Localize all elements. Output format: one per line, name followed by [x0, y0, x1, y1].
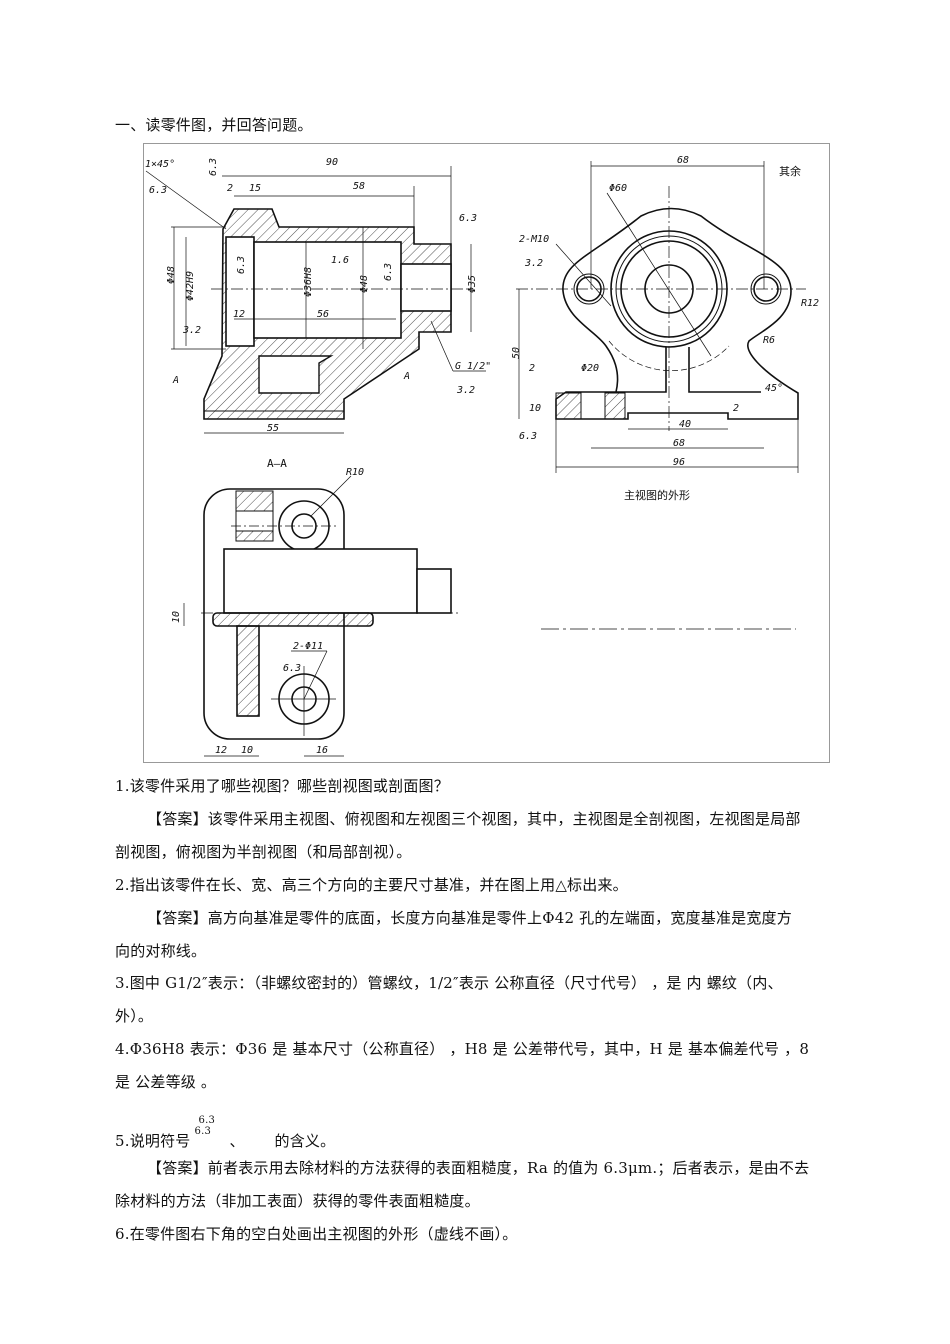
dim-label: 1.6 — [331, 255, 349, 266]
answer-2-line1: 【答案】高方向基准是零件的底面，长度方向基准是零件上Φ42 孔的左端面，宽度基准… — [147, 909, 792, 927]
question-5-suffix: 、 的含义。 — [224, 1132, 336, 1150]
flange-outline — [555, 207, 799, 420]
dim-label: 90 — [326, 157, 338, 168]
section-mark: A — [403, 371, 410, 382]
dim-label: 2 — [733, 403, 739, 414]
dim-label: 6.3 — [208, 158, 219, 176]
dim-label: 2 — [529, 363, 535, 374]
dim-label: 68 — [673, 438, 685, 449]
answer-1-line1: 【答案】该零件采用主视图、俯视图和左视图三个视图，其中，主视图是全剖视图，左视图… — [147, 810, 801, 828]
roughness-value-bottom: 6.3 — [194, 1126, 212, 1137]
question-3-line2: 外）。 — [115, 1007, 154, 1025]
dim-label: 56 — [317, 309, 329, 320]
dim-label: 6.3 — [459, 213, 477, 224]
dim-label: Φ36H8 — [303, 267, 314, 297]
dim-label: 3.2 — [182, 325, 201, 336]
dim-label: 6.3 — [236, 256, 247, 274]
part-drawing: 1×45° 6.3 6.3 90 2 15 58 6.3 Φ48 Φ42H9 6… — [143, 143, 830, 763]
answer-1-line2: 剖视图，俯视图为半剖视图（和局部剖视）。 — [115, 843, 412, 861]
dim-label: 6.3 — [283, 663, 301, 674]
dim-label: 10 — [529, 403, 541, 414]
question-2: 2.指出该零件在长、宽、高三个方向的主要尺寸基准，并在图上用△标出来。 — [115, 876, 628, 894]
dim-label: 2 — [227, 183, 233, 194]
section-title: A—A — [267, 457, 287, 470]
dim-label: 2-Φ11 — [293, 641, 323, 652]
dim-label: Φ35 — [467, 275, 478, 293]
question-4: 4.Φ36H8 表示：Φ36 是 基本尺寸（公称直径） ，H8 是 公差带代号，… — [115, 1040, 810, 1058]
dim-label: 40 — [679, 419, 691, 430]
question-5-prefix: 5.说明符号 — [115, 1132, 191, 1150]
engineering-drawing-svg: 1×45° 6.3 6.3 90 2 15 58 6.3 Φ48 Φ42H9 6… — [145, 155, 819, 757]
dim-label: 45° — [765, 383, 783, 394]
front-view-labels: 68 其余 Φ60 2-M10 3.2 R12 R6 50 2 Φ20 10 4… — [511, 155, 819, 502]
dim-label: 58 — [353, 181, 365, 192]
answer-5-line1: 【答案】前者表示用去除材料的方法获得的表面粗糙度，Ra 的值为 6.3μm.；后… — [147, 1159, 810, 1177]
section-labels: 1×45° 6.3 6.3 90 2 15 58 6.3 Φ48 Φ42H9 6… — [145, 157, 491, 470]
dim-label: 50 — [511, 347, 522, 359]
top-view-labels: R10 10 2-Φ11 6.3 12 10 16 — [171, 467, 364, 756]
dim-label: 96 — [673, 457, 685, 468]
dim-label: R6 — [763, 335, 775, 346]
dim-label: Φ48 — [359, 275, 370, 293]
dim-label: 3.2 — [524, 258, 543, 269]
dim-label: Φ60 — [609, 183, 627, 194]
answer-5-line2: 除材料的方法（非加工表面）获得的零件表面粗糙度。 — [115, 1192, 480, 1210]
roughness-value-top: 6.3 — [198, 1115, 216, 1126]
section-mark: A — [172, 375, 179, 386]
dim-label: 68 — [677, 155, 689, 166]
question-4-line2: 是 公差等级 。 — [115, 1073, 217, 1091]
dim-label: Φ20 — [581, 363, 599, 374]
dim-label: Φ42H9 — [185, 271, 196, 301]
dim-label: R10 — [346, 467, 364, 478]
dim-label: 12 — [215, 745, 227, 756]
dim-label: 3.2 — [456, 385, 475, 396]
dim-label: 15 — [249, 183, 261, 194]
dim-label: 1×45° — [145, 159, 175, 170]
dim-label: 6.3 — [519, 431, 537, 442]
answer-2-line2: 向的对称线。 — [115, 942, 207, 960]
view-caption: 主视图的外形 — [624, 488, 690, 502]
question-3: 3.图中 G1/2″表示：（非螺纹密封的）管螺纹，1/2″表示 公称直径（尺寸代… — [115, 974, 783, 992]
dim-label: 6.3 — [383, 263, 394, 281]
dim-label: 10 — [171, 611, 182, 623]
dim-label: R12 — [801, 298, 819, 309]
question-1: 1.该零件采用了哪些视图？哪些剖视图或剖面图？ — [115, 777, 449, 795]
dim-label: 2-M10 — [519, 234, 549, 245]
dim-label: 16 — [316, 745, 328, 756]
dim-label: Φ48 — [166, 266, 177, 284]
dim-label: 12 — [233, 309, 245, 320]
dim-label: 其余 — [779, 164, 801, 178]
question-6: 6.在零件图右下角的空白处画出主视图的外形（虚线不画）。 — [115, 1225, 518, 1243]
section-heading: 一、读零件图，并回答问题。 — [115, 116, 313, 134]
dim-label: G 1/2" — [455, 361, 491, 372]
dim-label: 10 — [241, 745, 253, 756]
dim-label: 55 — [267, 423, 279, 434]
dim-label: 6.3 — [149, 185, 167, 196]
